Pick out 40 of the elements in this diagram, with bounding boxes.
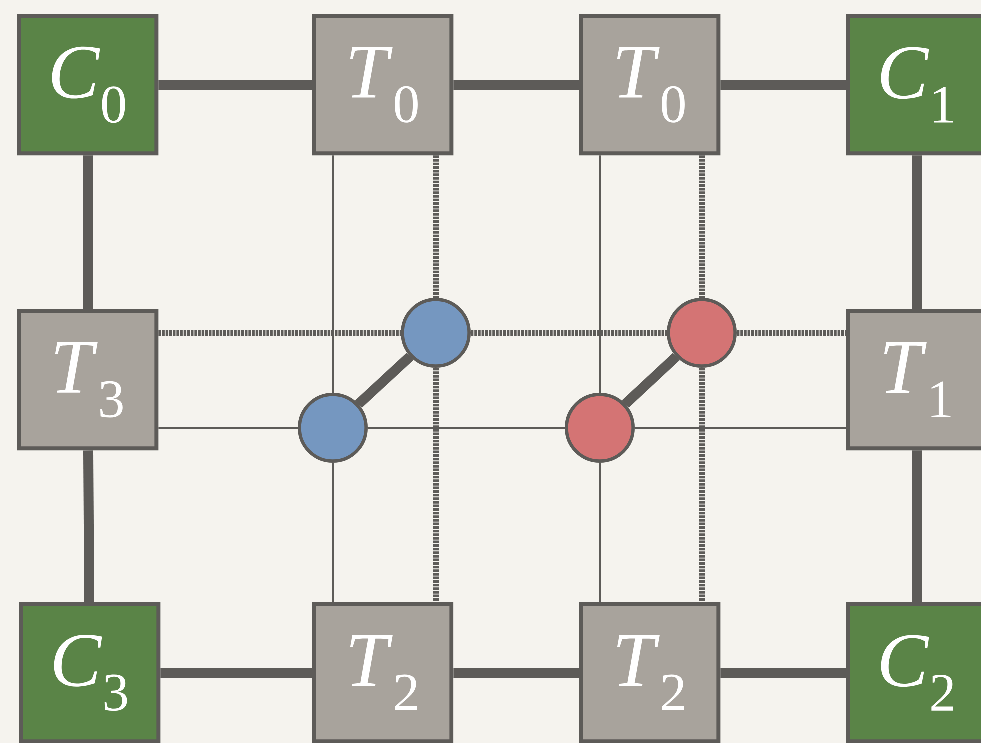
connector-line — [599, 156, 601, 393]
grid-box: C$_{1}$ — [846, 14, 981, 156]
connector-line — [355, 353, 414, 408]
connector-line — [83, 156, 93, 310]
connector-line — [720, 668, 846, 678]
connector-line — [368, 427, 565, 429]
connector-line — [737, 330, 846, 336]
grid-box: T$_{1}$ — [846, 309, 981, 451]
connector-line — [454, 668, 580, 678]
connector-line — [433, 156, 439, 298]
grid-box: T$_{2}$ — [312, 602, 454, 743]
circle-marker — [667, 298, 737, 368]
connector-line — [433, 368, 439, 602]
grid-box: C$_{0}$ — [17, 14, 159, 156]
circle-marker — [401, 298, 471, 368]
connector-line — [622, 353, 680, 408]
grid-box: T$_{2}$ — [579, 602, 721, 743]
connector-line — [158, 427, 298, 429]
grid-box: C$_{2}$ — [846, 602, 981, 743]
connector-line — [332, 463, 334, 602]
connector-line — [83, 450, 95, 602]
connector-line — [158, 330, 401, 336]
connector-line — [912, 450, 922, 602]
connector-line — [158, 80, 312, 90]
circle-marker — [565, 393, 635, 463]
connector-line — [471, 330, 667, 336]
circle-marker — [298, 393, 368, 463]
grid-box: T$_{0}$ — [312, 14, 454, 156]
connector-line — [699, 156, 705, 298]
grid-box: C$_{3}$ — [19, 602, 161, 743]
connector-line — [599, 463, 601, 602]
connector-line — [160, 668, 312, 678]
connector-line — [332, 156, 334, 393]
grid-box: T$_{0}$ — [579, 14, 721, 156]
connector-line — [699, 368, 705, 602]
connector-line — [720, 80, 846, 90]
connector-line — [454, 80, 580, 90]
connector-line — [635, 427, 846, 429]
grid-box: T$_{3}$ — [17, 309, 159, 451]
connector-line — [912, 156, 922, 310]
